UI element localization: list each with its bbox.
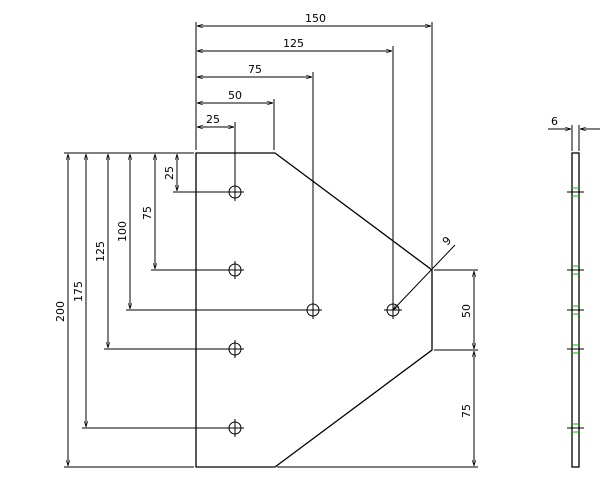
dim-50: 50 — [228, 89, 242, 102]
plate-outline — [195, 152, 433, 468]
left-dimensions: 200 175 125 100 75 25 — [54, 152, 305, 468]
side-hole-mark-4 — [567, 344, 584, 354]
hole-3 — [226, 340, 244, 358]
dim-100: 100 — [116, 221, 129, 242]
dim-150: 150 — [305, 12, 326, 25]
side-hole-mark-5 — [567, 423, 584, 433]
dim-50-right: 50 — [460, 304, 473, 318]
top-dimensions: 150 125 75 50 25 — [195, 12, 433, 305]
dim-175: 175 — [72, 281, 85, 302]
dim-25: 25 — [163, 166, 176, 180]
holes — [226, 183, 402, 437]
hole-diameter-leader: 9 — [393, 234, 456, 310]
dim-125: 125 — [94, 241, 107, 262]
dim-75-right: 75 — [460, 404, 473, 418]
dim-200: 200 — [54, 301, 67, 322]
dim-6: 6 — [551, 115, 558, 128]
dim-75: 75 — [248, 63, 262, 76]
side-hole-mark-3 — [567, 305, 584, 315]
side-hole-mark-2 — [567, 265, 584, 275]
hole-2 — [226, 261, 244, 279]
side-view: 6 — [548, 115, 600, 468]
hole-4 — [226, 419, 244, 437]
dim-25: 25 — [206, 113, 220, 126]
side-view-hole-marks — [567, 187, 584, 433]
side-hole-mark-1 — [567, 187, 584, 197]
dim-9: 9 — [440, 234, 454, 248]
dim-125: 125 — [283, 37, 304, 50]
dim-75: 75 — [141, 206, 154, 220]
right-dimensions: 50 75 — [277, 269, 478, 468]
hole-1 — [226, 183, 244, 201]
